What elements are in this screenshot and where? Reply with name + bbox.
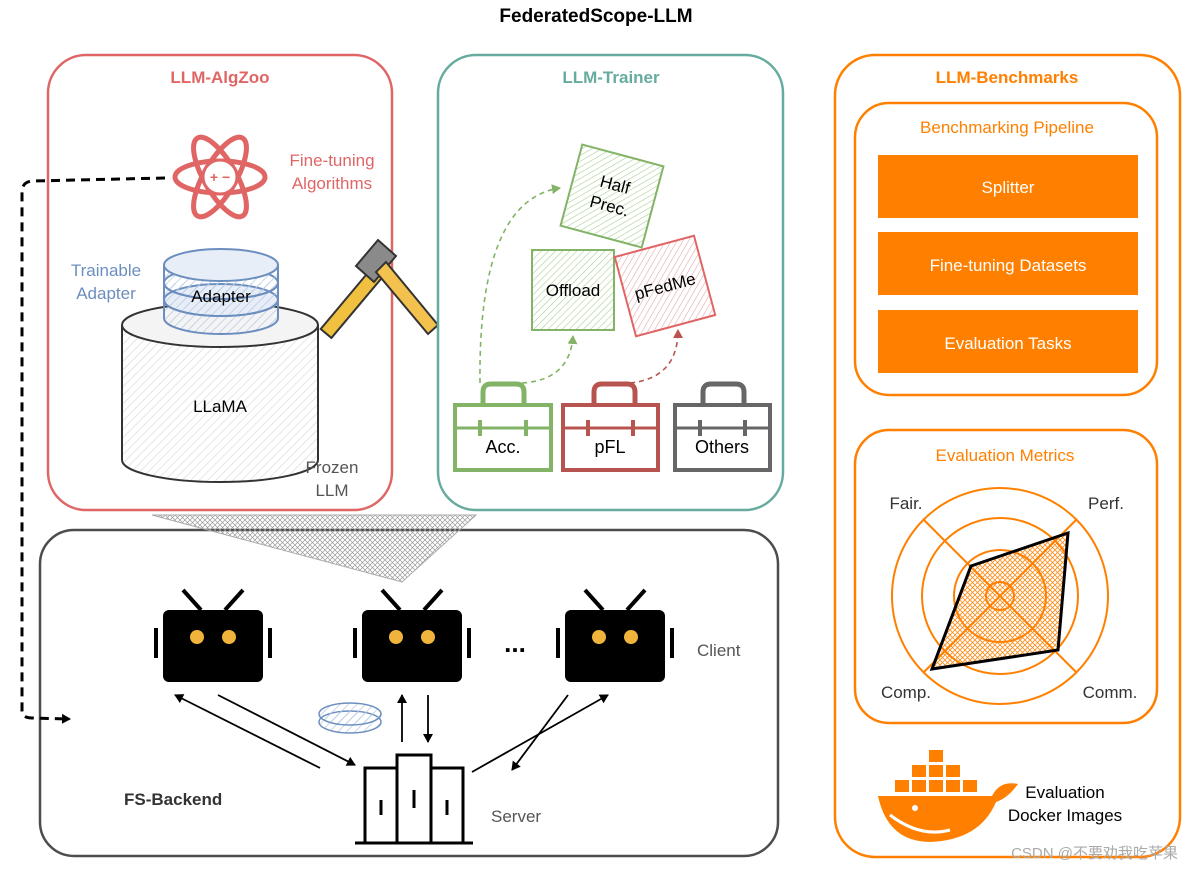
splitter-label: Splitter [982,178,1035,197]
pfl-toolbox-icon [561,381,660,472]
comm-label: Comm. [1083,683,1138,702]
adapter-stack [163,248,279,335]
client-to-server-arrow [217,694,356,766]
fine-tuning-label-line1: Fine-tuning [289,151,374,170]
frozen-label-line2: LLM [315,481,348,500]
fs-backend-title: FS-Backend [124,790,222,809]
algo-symbol: + − [210,169,230,185]
docker-label-line2: Docker Images [1008,806,1122,825]
watermark: CSDN @不要劝我吃苹果 [1011,845,1178,862]
benchmarks-title: LLM-Benchmarks [936,68,1079,87]
algzoo-title: LLM-AlgZoo [170,68,269,87]
server-to-client-arrow [174,694,321,769]
perf-label: Perf. [1088,494,1124,513]
offload-box: Offload [531,249,615,331]
client-robot-icon [154,588,272,682]
pipeline-title: Benchmarking Pipeline [920,118,1094,137]
algorithms-to-backend-link [20,176,166,724]
half-prec-box: Half Prec. [559,143,665,249]
adapter-label: Adapter [191,287,251,306]
docker-label-line1: Evaluation [1025,783,1104,802]
radar-area [929,530,1070,671]
atom-icon: + − [172,134,268,220]
server-icon [355,753,473,845]
offload-label: Offload [546,281,601,300]
fair-label: Fair. [889,494,922,513]
radar-chart [891,487,1109,705]
client-robot-icon [556,588,674,682]
client-label: Client [697,641,741,660]
fs-backend-panel: FS-Backend Client Server ... [38,514,780,858]
others-label: Others [695,437,749,457]
trainable-label-line2: Adapter [76,284,136,303]
datasets-block [878,232,1138,295]
llm-algzoo-panel: LLM-AlgZoo + − Fine-tuning Algorithms LL… [46,53,394,512]
llama-label: LLaMA [193,397,248,416]
more-clients-dots: ... [504,628,526,658]
server-label: Server [491,807,541,826]
trainable-label-line1: Trainable [71,261,141,280]
frozen-label-line1: Frozen [306,458,359,477]
llm-trainer-panel: LLM-Trainer Half Prec. Offload pFedMe [436,53,785,512]
hammer-head-icon [354,238,440,336]
pfl-to-pfedme-arrow [629,329,683,384]
metrics-title: Evaluation Metrics [936,446,1075,465]
acc-to-half-prec-arrow [479,184,561,384]
pfl-label: pFL [594,437,625,457]
main-title: FederatedScope-LLM [499,6,692,27]
llm-benchmarks-panel: LLM-Benchmarks Benchmarking Pipeline Spl… [833,53,1182,859]
others-toolbox-icon [673,381,772,472]
datasets-label: Fine-tuning Datasets [930,256,1087,275]
tasks-block [878,310,1138,373]
acc-toolbox-icon [453,381,553,472]
trainer-title: LLM-Trainer [562,68,660,87]
splitter-block [878,155,1138,218]
client-to-server-arrow [511,694,569,771]
acc-to-offload-arrow [521,335,578,384]
client-robot-icon [353,588,471,682]
tasks-label: Evaluation Tasks [944,334,1071,353]
adapter-disk-icon [318,702,382,734]
pfedme-box: pFedMe [613,234,717,338]
fine-tuning-label-line2: Algorithms [292,174,372,193]
acc-label: Acc. [485,437,520,457]
docker-whale-icon [878,750,1018,842]
comp-label: Comp. [881,683,931,702]
